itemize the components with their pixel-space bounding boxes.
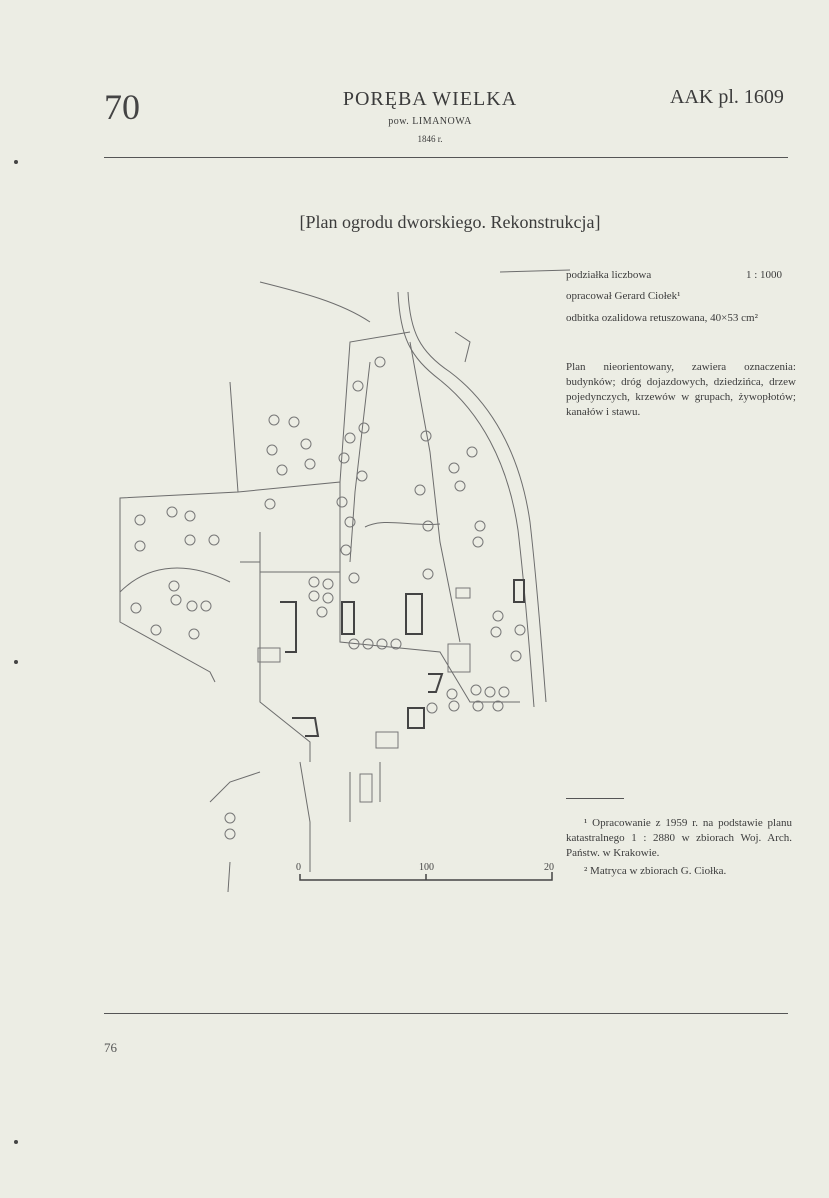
print-note: odbitka ozalidowa retuszowana, 40×53 cm² [566, 312, 758, 324]
plan-title: [Plan ogrodu dworskiego. Rekonstrukcja] [299, 212, 601, 232]
district-label: pow. LIMANOWA [388, 116, 472, 127]
footnote-rule [566, 798, 624, 799]
footnote-2: ² Matryca w zbiorach G. Ciołka. [584, 865, 727, 877]
plan-description: Plan nieorientowany, zawiera oznaczenia:… [566, 361, 796, 418]
building [428, 673, 444, 693]
footnote-1: ¹ Opracowanie z 1959 r. na podstawie pla… [566, 817, 792, 859]
scale-value: 1 : 1000 [746, 269, 783, 281]
year-label: 1846 r. [417, 134, 443, 144]
building [513, 579, 525, 603]
punch-hole-mark [14, 1140, 18, 1144]
building [280, 601, 297, 653]
building [407, 707, 425, 729]
scale-bar-label-100: 100 [419, 862, 434, 873]
garden-plan-map: 0 100 20 [119, 269, 570, 892]
scale-bar-label-200: 20 [544, 862, 554, 873]
author-credit: opracował Gerard Ciołek¹ [566, 290, 681, 302]
scale-label: podziałka liczbowa [566, 269, 652, 281]
page-number-top: 70 [104, 87, 140, 127]
punch-hole-mark [14, 660, 18, 664]
scale-bar [299, 872, 553, 881]
page-number-bottom: 76 [104, 1040, 117, 1055]
building [292, 717, 320, 737]
catalog-reference: AAK pl. 1609 [670, 86, 784, 108]
building [341, 601, 355, 635]
punch-hole-mark [14, 160, 18, 164]
scale-bar-label-0: 0 [296, 862, 301, 873]
footer-rule [104, 1013, 788, 1014]
road-line [407, 291, 547, 703]
road-line-inner [397, 291, 535, 708]
header-rule [104, 157, 788, 158]
place-title: PORĘBA WIELKA [342, 88, 518, 110]
building [405, 593, 423, 635]
